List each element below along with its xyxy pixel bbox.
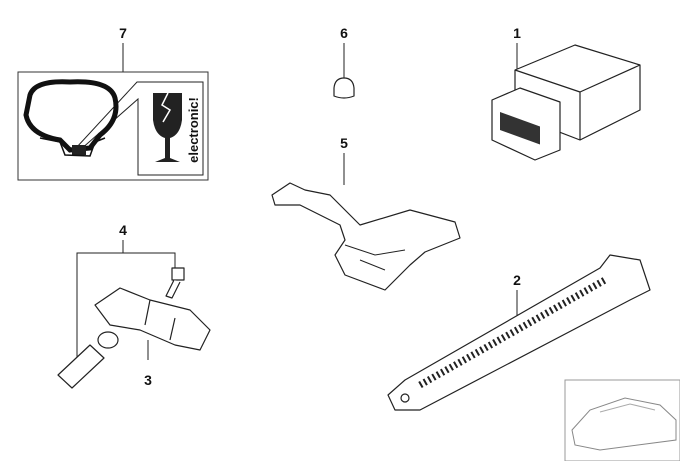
valve-stem[interactable] — [57, 331, 119, 389]
tire-pressure-sensor[interactable] — [94, 287, 211, 351]
mounting-strap[interactable] — [387, 254, 651, 411]
callout-4[interactable]: 4 — [119, 222, 127, 238]
callout-2[interactable]: 2 — [513, 272, 521, 288]
vehicle-thumbnail[interactable] — [564, 379, 680, 461]
callout-5[interactable]: 5 — [340, 135, 348, 151]
bracket[interactable] — [271, 182, 461, 291]
callout-6[interactable]: 6 — [340, 25, 348, 41]
callout-3[interactable]: 3 — [144, 372, 152, 388]
cap-nut[interactable] — [333, 77, 355, 99]
fragile-glass-icon — [153, 93, 182, 162]
warning-label-text: electronic! — [186, 97, 201, 163]
control-module[interactable] — [491, 44, 641, 161]
warning-label: electronic! — [17, 71, 209, 181]
callout-1[interactable]: 1 — [513, 25, 521, 41]
valve-screw[interactable] — [165, 267, 185, 299]
callout-7[interactable]: 7 — [119, 25, 127, 41]
